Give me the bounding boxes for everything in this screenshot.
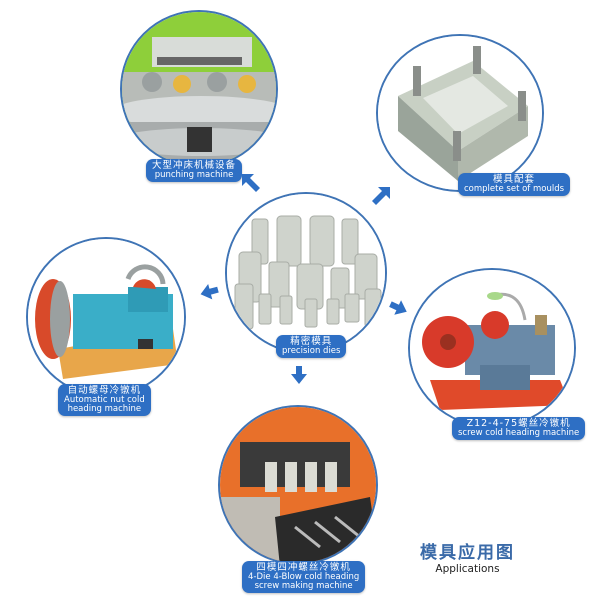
label-en-1: 4-Die 4-Blow cold heading [248, 571, 360, 582]
screw-machine-label: Z12-4-75螺丝冷镦机 screw cold heading machine [452, 417, 586, 440]
label-cn: 大型冲床机械设备 [152, 160, 237, 171]
punching-machine-label: 大型冲床机械设备 punching machine [146, 159, 243, 182]
label-cn: 四模四冲螺丝冷镦机 [256, 562, 351, 573]
label-en: precision dies [282, 345, 341, 356]
punching-machine-image [120, 10, 278, 168]
arrow-up-left-icon [242, 174, 260, 192]
nut-machine-label: 自动螺母冷镦机 Automatic nut cold heading machi… [58, 384, 151, 416]
label-cn: 自动螺母冷镦机 [67, 385, 142, 396]
label-en-2: heading machine [67, 403, 142, 414]
precision-dies-image [225, 192, 387, 354]
moulds-image [376, 34, 544, 192]
page-title: 模具应用图 Applications [420, 538, 515, 575]
arrow-up-right-icon [372, 187, 390, 205]
four-die-machine-label: 四模四冲螺丝冷镦机 4-Die 4-Blow cold heading scre… [242, 561, 366, 593]
title-en: Applications [435, 563, 500, 575]
label-en-2: screw making machine [254, 580, 353, 591]
arrow-right-icon [389, 300, 407, 315]
precision-dies-label: 精密模具 precision dies [276, 335, 347, 358]
arrow-left-icon [200, 283, 219, 300]
label-en: punching machine [154, 169, 234, 180]
label-cn: Z12-4-75螺丝冷镦机 [466, 418, 571, 429]
label-cn: 精密模具 [290, 336, 333, 347]
screw-machine-image [408, 268, 576, 428]
title-cn: 模具应用图 [420, 543, 515, 563]
arrow-down-icon [291, 366, 307, 384]
label-cn: 模具配套 [493, 174, 536, 185]
moulds-label: 模具配套 complete set of moulds [458, 173, 571, 196]
label-en-1: Automatic nut cold [64, 394, 145, 405]
label-en: complete set of moulds [464, 183, 565, 194]
label-en: screw cold heading machine [458, 427, 580, 438]
four-die-machine-image [218, 405, 378, 565]
nut-machine-image [26, 237, 186, 397]
